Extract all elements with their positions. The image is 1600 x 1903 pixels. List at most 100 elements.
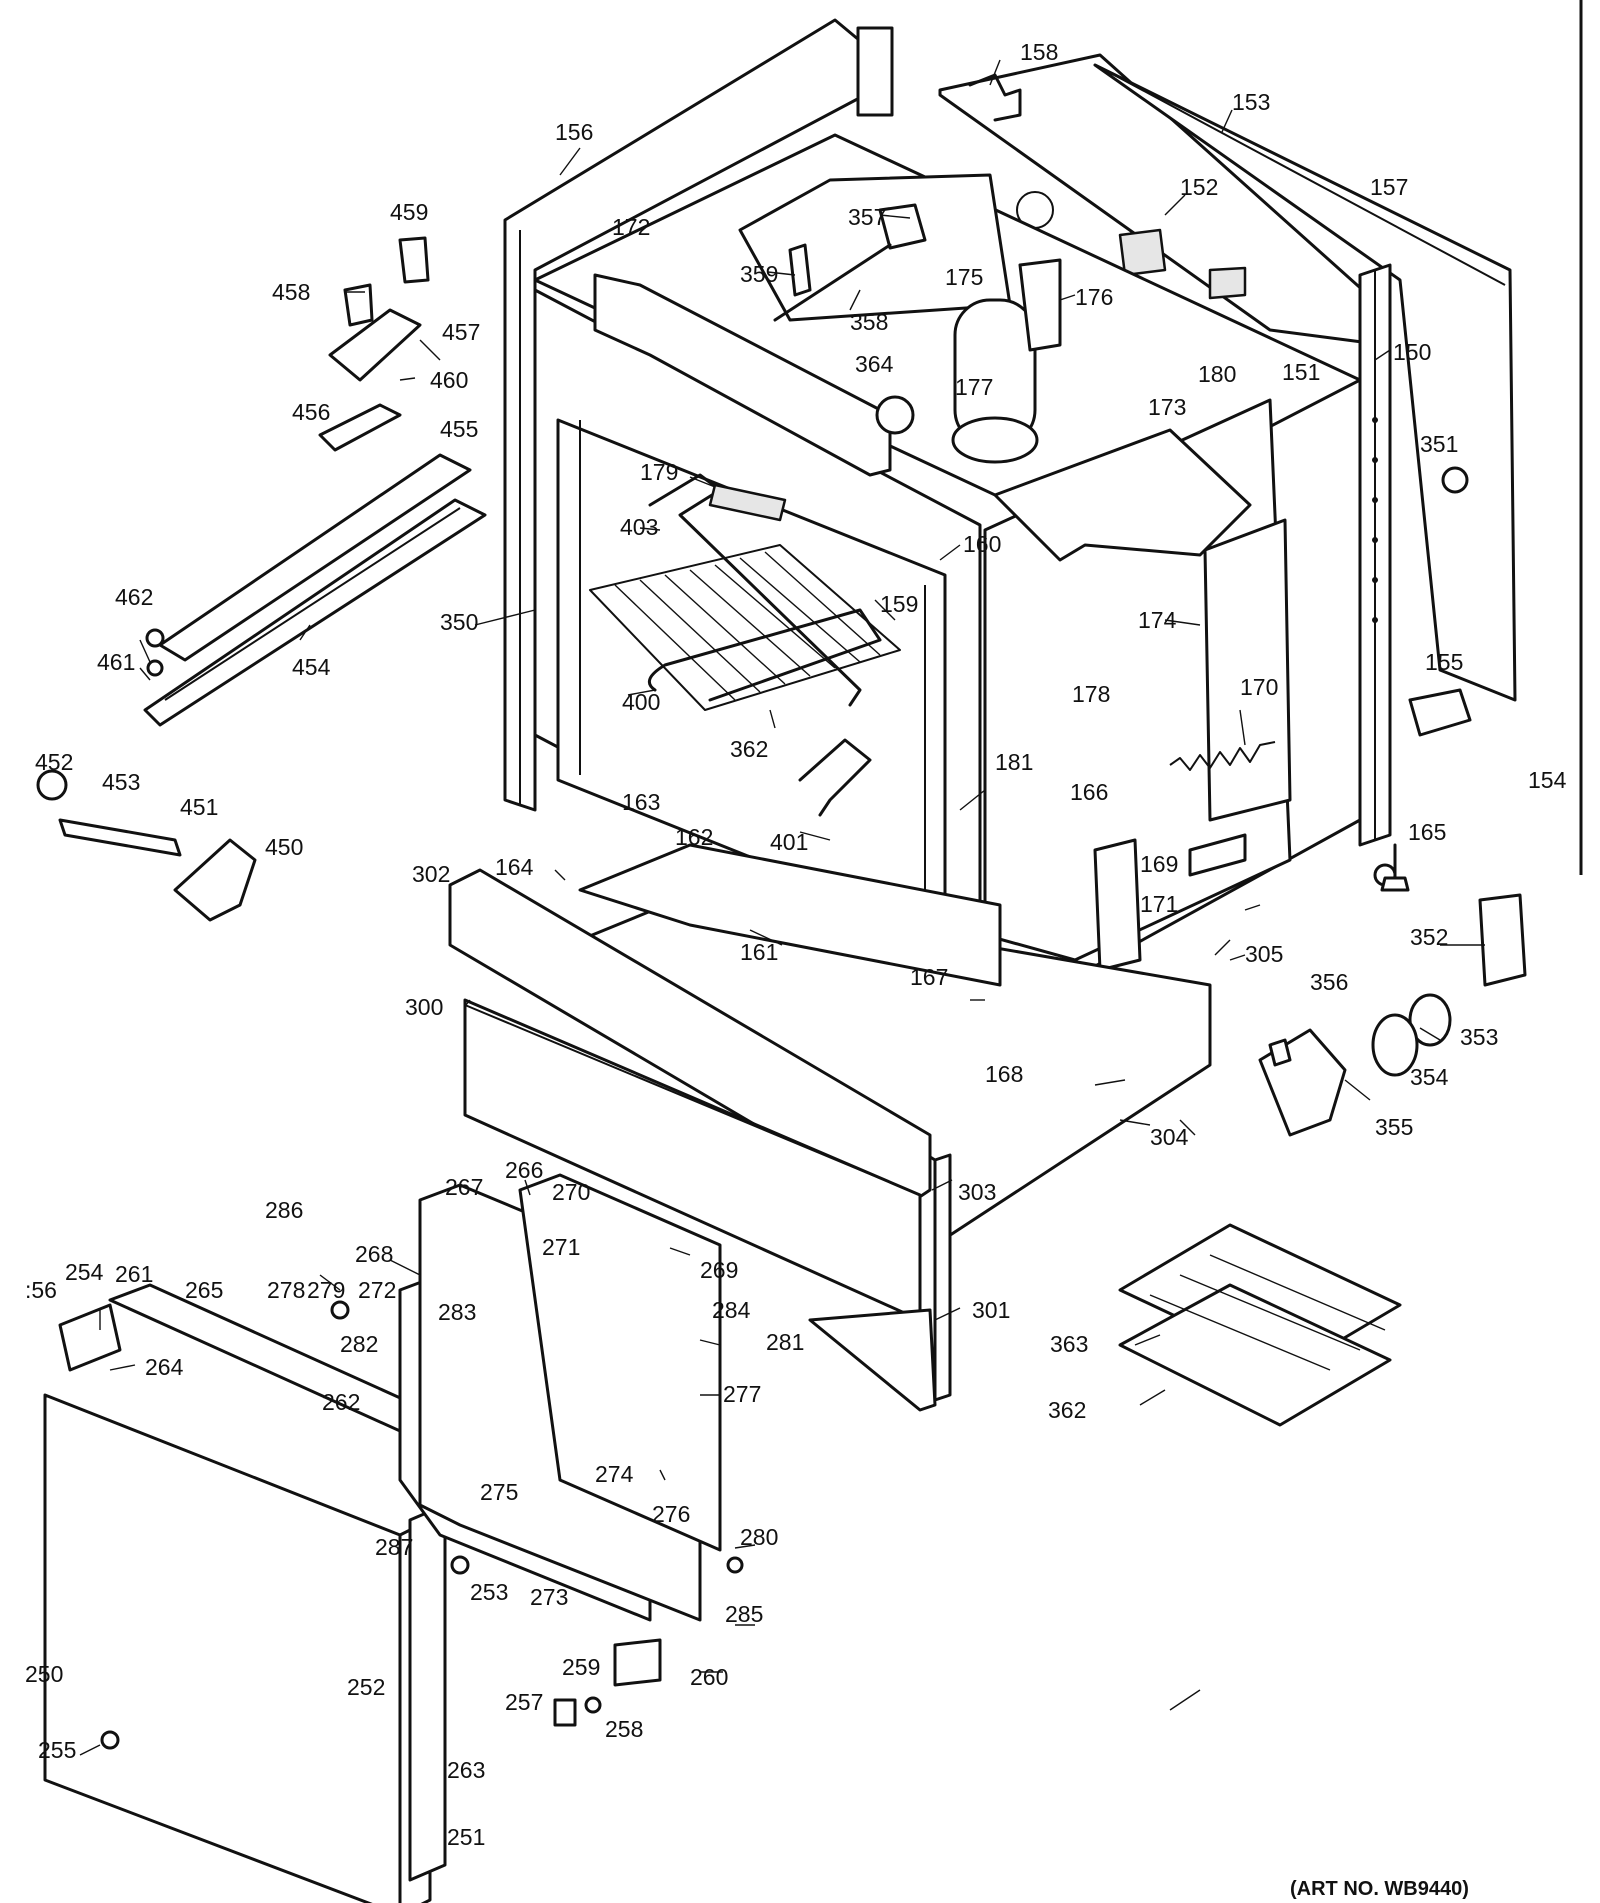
part-label-p255: 255	[38, 1737, 76, 1763]
storage-drawer	[578, 843, 1212, 1247]
part-label-p176: 176	[1075, 284, 1113, 310]
part-label-p362a: 362	[730, 736, 768, 762]
part-label-p177: 177	[955, 374, 993, 400]
leveling-leg	[1380, 843, 1410, 892]
part-label-p275: 275	[480, 1479, 518, 1505]
part-label-p452: 452	[35, 749, 73, 775]
part-label-p457: 457	[442, 319, 480, 345]
part-label-p263: 263	[447, 1757, 485, 1783]
part-label-p265: 265	[185, 1277, 223, 1303]
drawer-side-trim	[808, 1308, 937, 1412]
door-latch	[318, 236, 430, 452]
part-label-p173: 173	[1148, 394, 1186, 420]
part-label-p364: 364	[855, 351, 894, 377]
part-label-p256: :56	[25, 1277, 57, 1303]
part-label-p180: 180	[1198, 361, 1236, 387]
terminal-block	[1408, 688, 1472, 737]
part-label-p171: 171	[1140, 891, 1178, 917]
part-label-p359: 359	[740, 261, 778, 287]
part-label-p459: 459	[390, 199, 428, 225]
parts-drawing	[36, 0, 1583, 1903]
part-label-p460: 460	[430, 367, 468, 393]
part-label-p454: 454	[292, 654, 331, 680]
part-label-p168: 168	[985, 1061, 1023, 1087]
part-label-p252: 252	[347, 1674, 385, 1700]
part-label-p270: 270	[552, 1179, 590, 1205]
part-label-p250: 250	[25, 1661, 63, 1687]
part-label-p276: 276	[652, 1501, 690, 1527]
part-label-p165: 165	[1408, 819, 1446, 845]
side-frame-right	[1358, 263, 1392, 847]
part-label-p174: 174	[1138, 607, 1177, 633]
part-label-p155: 155	[1425, 649, 1463, 675]
part-label-p262: 262	[322, 1389, 360, 1415]
part-label-p264: 264	[145, 1354, 184, 1380]
part-label-p251: 251	[447, 1824, 485, 1850]
part-label-p161: 161	[740, 939, 778, 965]
part-label-p181: 181	[995, 749, 1033, 775]
part-label-p282: 282	[340, 1331, 378, 1357]
part-label-p400: 400	[622, 689, 660, 715]
broiler-pan	[1118, 1223, 1402, 1427]
oven-front-frame	[533, 288, 982, 972]
part-label-p353: 353	[1460, 1024, 1498, 1050]
part-label-p281: 281	[766, 1329, 804, 1355]
part-label-p358: 358	[850, 309, 888, 335]
part-label-p354: 354	[1410, 1064, 1449, 1090]
part-label-p159: 159	[880, 591, 918, 617]
part-label-p453: 453	[102, 769, 140, 795]
part-label-p253: 253	[470, 1579, 508, 1605]
part-label-p175: 175	[945, 264, 983, 290]
part-label-p451: 451	[180, 794, 218, 820]
part-label-p158: 158	[1020, 39, 1058, 65]
part-label-p300: 300	[405, 994, 443, 1020]
part-label-p254: 254	[65, 1259, 104, 1285]
part-label-p456: 456	[292, 399, 330, 425]
part-label-p357: 357	[848, 204, 886, 230]
part-label-p152: 152	[1180, 174, 1218, 200]
part-label-p261: 261	[115, 1261, 153, 1287]
part-label-p461: 461	[97, 649, 135, 675]
side-panel-left	[503, 18, 894, 812]
part-label-p363: 363	[1050, 1331, 1088, 1357]
art-number: (ART NO. WB9440)	[1290, 1878, 1469, 1900]
part-label-p351: 351	[1420, 431, 1458, 457]
part-label-p257: 257	[505, 1689, 543, 1715]
light-assembly	[1258, 893, 1527, 1137]
part-label-p170: 170	[1240, 674, 1278, 700]
part-label-p362b: 362	[1048, 1397, 1086, 1423]
part-label-p154: 154	[1528, 767, 1567, 793]
blower-motor	[951, 258, 1062, 464]
part-label-p273: 273	[530, 1584, 568, 1610]
part-label-p285: 285	[725, 1601, 763, 1627]
part-label-p163: 163	[622, 789, 660, 815]
part-label-p271: 271	[542, 1234, 580, 1260]
part-label-p401: 401	[770, 829, 808, 855]
part-label-p302: 302	[412, 861, 450, 887]
part-label-p356: 356	[1310, 969, 1348, 995]
part-label-p450: 450	[265, 834, 303, 860]
part-label-p462: 462	[115, 584, 153, 610]
side-bracket	[593, 273, 892, 477]
part-label-p260: 260	[690, 1664, 728, 1690]
part-label-p268: 268	[355, 1241, 393, 1267]
part-label-p167: 167	[910, 964, 948, 990]
part-label-p284: 284	[712, 1297, 751, 1323]
leader-lines	[79, 59, 1485, 1756]
part-label-p156: 156	[555, 119, 593, 145]
part-label-p350: 350	[440, 609, 478, 635]
drawer-slides	[143, 453, 487, 727]
hold-down-bracket	[968, 73, 1022, 122]
part-label-p169: 169	[1140, 851, 1178, 877]
part-label-p403: 403	[620, 514, 658, 540]
part-label-p151: 151	[1282, 359, 1320, 385]
part-label-p160: 160	[963, 531, 1001, 557]
part-label-p304: 304	[1150, 1124, 1189, 1150]
part-label-p258: 258	[605, 1716, 643, 1742]
part-label-p153: 153	[1232, 89, 1270, 115]
part-label-p267: 267	[445, 1174, 483, 1200]
part-label-p352: 352	[1410, 924, 1448, 950]
part-label-p286: 286	[265, 1197, 303, 1223]
part-label-p162: 162	[675, 824, 713, 850]
